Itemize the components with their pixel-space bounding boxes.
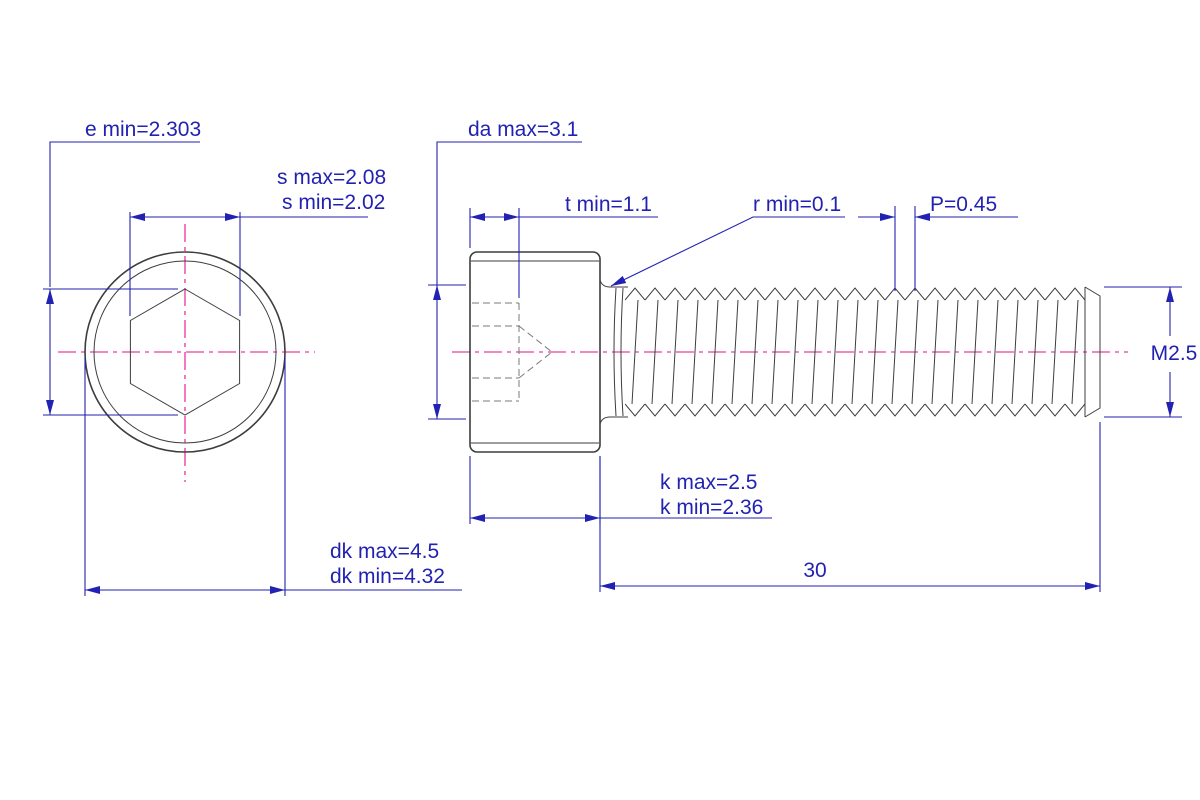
thread-size-label: M2.5 (1151, 342, 1198, 365)
dimension-e-min: e min=2.303 (43, 118, 201, 416)
head-end-view (84, 251, 286, 453)
dimension-t: t min=1.1 (469, 193, 658, 298)
thread-runout-line-1 (613, 287, 617, 417)
screw-side-view (469, 251, 1101, 453)
k-max-label: k max=2.5 (660, 471, 757, 494)
dimension-length: 30 (599, 422, 1101, 592)
underhead-fillet-top (599, 279, 628, 288)
dimension-s: s max=2.08 s min=2.02 (129, 166, 386, 316)
e-min-label: e min=2.303 (85, 118, 201, 141)
hex-socket-hidden-lines (472, 302, 553, 402)
thread-profile (625, 287, 1085, 417)
r-leader-line (610, 216, 845, 287)
length-label: 30 (803, 559, 826, 582)
dimension-k: k max=2.5 k min=2.36 (469, 456, 772, 524)
hex-socket-outline (129, 288, 241, 416)
e-min-leader-line (49, 141, 200, 287)
socket-hidden-drill-cone (518, 325, 553, 379)
dimension-r: r min=0.1 (610, 193, 845, 287)
thread-runout-line-2 (620, 287, 624, 417)
underhead-fillet-bottom (599, 416, 628, 425)
head-outer-circle (84, 251, 286, 453)
s-max-label: s max=2.08 (277, 166, 386, 189)
dk-max-label: dk max=4.5 (330, 540, 439, 563)
dimension-thread-size: M2.5 (1104, 286, 1198, 418)
t-min-label: t min=1.1 (565, 193, 652, 216)
head-chamfer-circle (93, 260, 277, 444)
pitch-label: P=0.45 (930, 193, 997, 216)
da-max-label: da max=3.1 (468, 118, 578, 141)
s-min-label: s min=2.02 (282, 191, 385, 214)
k-min-label: k min=2.36 (660, 496, 763, 519)
dimension-pitch: P=0.45 (858, 193, 1018, 291)
dimension-da: da max=3.1 (428, 118, 582, 420)
da-leader-line (436, 141, 582, 285)
dk-min-label: dk min=4.32 (330, 565, 445, 588)
head-side-outline (469, 251, 601, 453)
r-min-label: r min=0.1 (753, 193, 841, 216)
end-chamfer-face (1084, 286, 1101, 418)
dimension-dk: dk max=4.5 dk min=4.32 (84, 358, 462, 596)
